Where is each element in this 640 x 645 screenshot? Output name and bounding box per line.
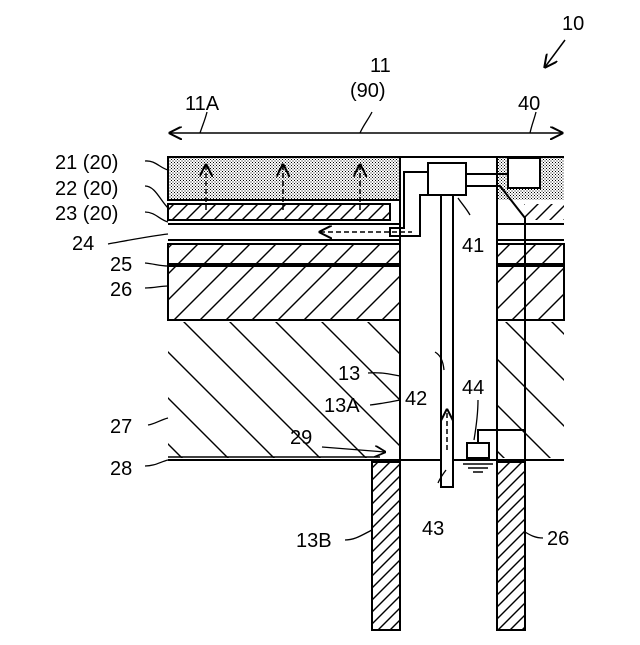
label-21: 21 (20)	[55, 152, 118, 174]
layer-21	[168, 157, 400, 200]
label-28: 28	[110, 458, 132, 480]
layer-22	[168, 204, 390, 220]
layer-22-right	[524, 204, 564, 220]
label-10: 10	[562, 13, 584, 35]
label-42: 42	[405, 388, 427, 410]
label-44: 44	[462, 377, 484, 399]
column-13B	[372, 462, 400, 630]
label-29: 29	[290, 427, 312, 449]
label-90: (90)	[350, 80, 386, 102]
label-22: 22 (20)	[55, 178, 118, 200]
device-41	[428, 163, 466, 195]
label-13B: 13B	[296, 530, 332, 552]
column-26-lower	[497, 462, 525, 630]
layer-27	[168, 322, 400, 458]
label-40: 40	[518, 93, 540, 115]
label-25: 25	[110, 254, 132, 276]
layer-25-right	[497, 244, 564, 264]
label-41: 41	[462, 235, 484, 257]
label-26-right: 26	[547, 528, 569, 550]
device-40	[508, 158, 540, 188]
label-13A: 13A	[324, 395, 360, 417]
layer-26-right	[497, 266, 564, 320]
label-11A: 11A	[185, 93, 220, 115]
label-43: 43	[422, 518, 444, 540]
label-23: 23 (20)	[55, 203, 118, 225]
sensor-44	[467, 443, 489, 458]
label-13: 13	[338, 363, 360, 385]
label-27: 27	[110, 416, 132, 438]
label-11: 11	[370, 55, 391, 77]
layer-26	[168, 266, 400, 320]
label-24: 24	[72, 233, 94, 255]
probe-42	[441, 195, 453, 487]
layer-27-right	[497, 322, 564, 458]
label-26: 26	[110, 279, 132, 301]
layer-25	[168, 244, 400, 264]
